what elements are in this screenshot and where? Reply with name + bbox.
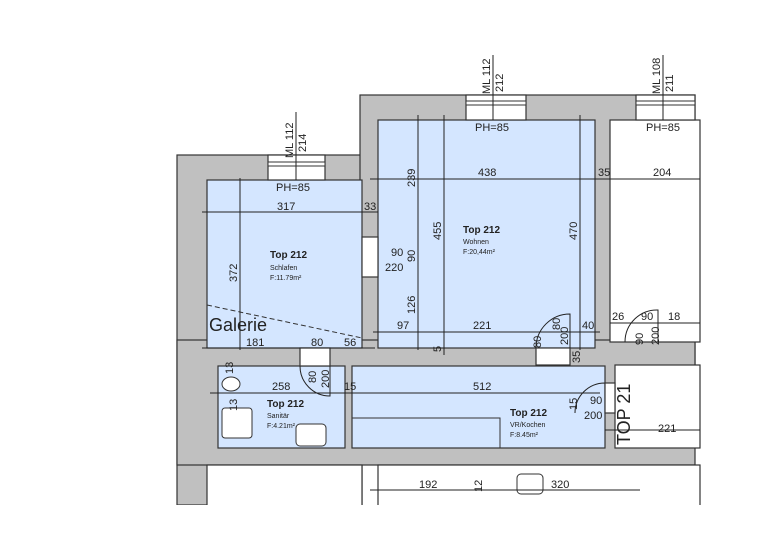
shower-icon xyxy=(221,407,253,439)
dim-label: 13 xyxy=(228,399,240,411)
dim-label: 372 xyxy=(228,264,240,282)
room-title: Top 212 xyxy=(270,250,307,261)
window-2-ml: ML 112 xyxy=(481,59,493,94)
door-swing-wohnen xyxy=(535,313,571,349)
dim-label: 33 xyxy=(364,201,376,213)
dimension-lines xyxy=(202,115,700,491)
window-3 xyxy=(635,55,696,121)
room-title: Top 212 xyxy=(463,225,500,236)
sink-icon xyxy=(295,423,327,447)
dim-label: 90 xyxy=(391,247,403,259)
door-sanitaer[interactable] xyxy=(299,347,331,367)
dim-label: 15 xyxy=(568,398,580,410)
dim-label: 18 xyxy=(668,311,680,323)
window-1 xyxy=(267,112,326,181)
dim-label: 90 xyxy=(641,311,653,323)
dim-label: 13 xyxy=(224,362,236,374)
dim-label: 97 xyxy=(397,320,409,332)
room-name: Sanitär xyxy=(267,413,290,420)
kitchen-counter xyxy=(351,417,501,449)
dim-label: 200 xyxy=(320,370,332,388)
dim-label: 80 xyxy=(532,336,544,348)
lower-sink-icon xyxy=(516,473,544,495)
dim-label: 90 xyxy=(406,250,418,262)
dim-label: 5 xyxy=(432,346,444,352)
window-1-width: 214 xyxy=(297,134,309,152)
door-wohnen[interactable] xyxy=(535,347,571,366)
dim-label: 80 xyxy=(311,337,323,349)
dim-label: 258 xyxy=(272,381,290,393)
dim-label: 15 xyxy=(344,381,356,393)
dim-label: 126 xyxy=(406,296,418,314)
dim-label: 35 xyxy=(571,351,583,363)
window-2-ph: PH=85 xyxy=(475,122,509,134)
window-2 xyxy=(465,55,527,121)
room-name: Schlafen xyxy=(270,265,297,272)
dim-label: 181 xyxy=(246,337,264,349)
room-title: Top 212 xyxy=(510,408,547,419)
room-name: VR/Kochen xyxy=(510,422,546,429)
door-swing-neighbor xyxy=(624,309,659,343)
door-swing-sanitaer xyxy=(299,365,331,397)
neighbor-hall xyxy=(614,364,701,449)
room-area: F:11.79m² xyxy=(270,275,302,282)
room-area: F:8.45m² xyxy=(510,432,539,439)
lower-room-left xyxy=(206,464,363,511)
dim-label: 455 xyxy=(432,222,444,240)
dim-label: 200 xyxy=(650,327,662,345)
dim-label: 200 xyxy=(559,327,571,345)
dim-label: 40 xyxy=(582,320,594,332)
dim-label: 192 xyxy=(419,479,437,491)
unit-label: TOP 21 xyxy=(614,384,634,445)
room-area: F:20,44m² xyxy=(463,249,496,256)
dim-label: 56 xyxy=(344,337,356,349)
window-1-ml: ML 112 xyxy=(284,123,296,158)
dim-label: 35 xyxy=(598,167,610,179)
dim-label: 470 xyxy=(568,222,580,240)
room-name: Wohnen xyxy=(463,239,489,246)
dim-label: 317 xyxy=(277,201,295,213)
opening-schlafen-wohnen[interactable] xyxy=(361,236,379,278)
dim-label: 221 xyxy=(473,320,491,332)
dim-label: 239 xyxy=(406,169,418,187)
dim-label: 90 xyxy=(634,333,646,345)
toilet-icon xyxy=(221,376,241,392)
door-swing-vr xyxy=(574,382,606,414)
galerie-label: Galerie xyxy=(209,315,267,335)
door-entrance[interactable] xyxy=(604,382,616,414)
dim-label: 90 xyxy=(590,395,602,407)
window-2-width: 212 xyxy=(494,74,506,92)
room-title: Top 212 xyxy=(267,399,304,410)
dim-label: 80 xyxy=(551,318,563,330)
dim-label: 200 xyxy=(584,410,602,422)
room-area: F:4.21m² xyxy=(267,423,296,430)
dim-label: 320 xyxy=(551,479,569,491)
dim-label: 220 xyxy=(385,262,403,274)
window-3-width: 211 xyxy=(664,74,676,92)
dim-label: 221 xyxy=(658,423,676,435)
dim-label: 438 xyxy=(478,167,496,179)
dim-label: 512 xyxy=(473,381,491,393)
dim-label: 26 xyxy=(612,311,624,323)
dim-label: 204 xyxy=(653,167,671,179)
page-margin xyxy=(0,505,770,541)
window-3-ph: PH=85 xyxy=(646,122,680,134)
room-wohnen[interactable] xyxy=(377,119,596,349)
dim-label: 80 xyxy=(307,371,319,383)
window-3-ml: ML 108 xyxy=(651,58,663,94)
neighbor-room xyxy=(609,119,701,343)
galerie-line xyxy=(206,304,363,339)
room-schlafen[interactable] xyxy=(206,179,363,349)
window-1-ph: PH=85 xyxy=(276,182,310,194)
dim-label: 12 xyxy=(473,480,485,492)
